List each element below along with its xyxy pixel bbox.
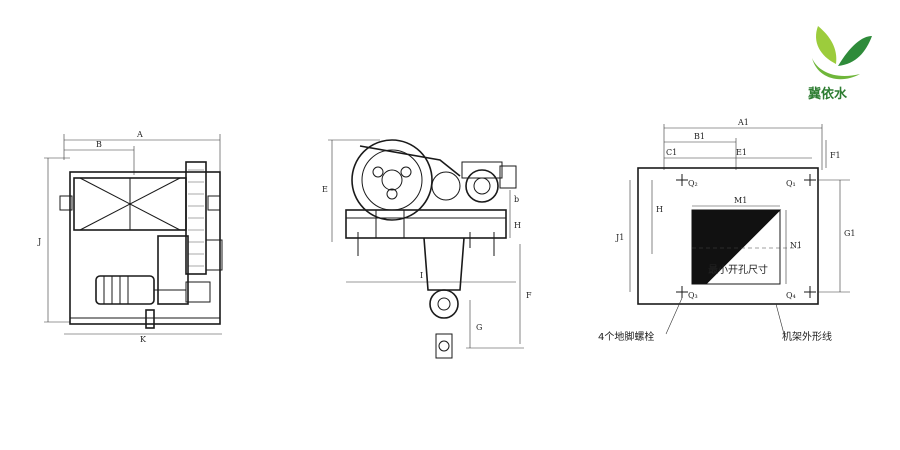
leaf-dark-icon [838, 36, 872, 66]
dim-G: G [476, 323, 482, 332]
dim-K: K [140, 335, 147, 344]
leaf-swoosh-icon [812, 58, 860, 80]
bolt-Q1: Q₁ [786, 179, 796, 188]
left-view: A B J K [37, 130, 223, 344]
dim-b: b [514, 195, 519, 204]
middle-view: E b H I F [322, 139, 532, 359]
dim-N1: N1 [790, 241, 802, 250]
callout-frame: 机架外形线 [782, 330, 832, 343]
dim-F1: F1 [830, 151, 841, 160]
dim-E: E [322, 185, 328, 194]
dim-J1: J1 [615, 233, 624, 242]
callout-bolts: 4个地脚螺栓 [598, 330, 654, 343]
brand-logo: 冀依水 [808, 26, 872, 102]
dim-H-right: H [656, 205, 663, 214]
dim-G1: G1 [844, 229, 855, 238]
bolt-Q2: Q₂ [688, 179, 698, 188]
brand-name: 冀依水 [808, 86, 848, 102]
dim-B1: B1 [694, 132, 705, 141]
right-view: A1 B1 C1 E1 F1 H J1 G1 Q₂ Q₁ Q [598, 118, 855, 343]
leaf-light-icon [816, 26, 837, 64]
bolt-Q4: Q₄ [786, 291, 796, 300]
dim-C1: C1 [666, 148, 677, 157]
bolt-markers [676, 174, 816, 298]
bolt-Q3: Q₃ [688, 291, 698, 300]
dim-H: H [514, 221, 521, 230]
dim-A: A [136, 130, 143, 139]
dim-I: I [420, 271, 423, 280]
dim-A1: A1 [737, 118, 749, 127]
opening-label: 最小开孔尺寸 [708, 263, 768, 276]
dim-F: F [526, 291, 532, 300]
dim-B: B [96, 140, 102, 149]
dim-E1: E1 [736, 148, 747, 157]
dim-M1: M1 [734, 196, 747, 205]
dim-J: J [37, 237, 41, 246]
